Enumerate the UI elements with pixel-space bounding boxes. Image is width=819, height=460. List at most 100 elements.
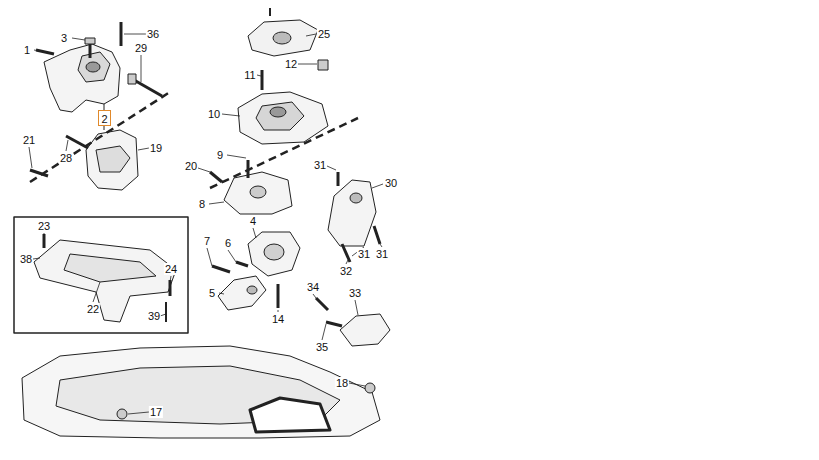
- leader-line: [34, 50, 40, 51]
- callout-number: 24: [164, 263, 178, 275]
- bracket: [218, 276, 266, 310]
- leader-line: [355, 300, 358, 315]
- callout-number: 20: [184, 160, 198, 172]
- callout-number: 39: [147, 310, 161, 322]
- callout-number: 31: [375, 248, 389, 260]
- callout-number: 5: [208, 287, 216, 299]
- bolt-head: [128, 74, 136, 84]
- leader-line: [380, 244, 382, 247]
- shield-opening: [250, 398, 330, 432]
- callout-number: 31: [357, 248, 371, 260]
- leader-line: [33, 258, 40, 259]
- torque-mount: [248, 232, 300, 276]
- leader-line: [66, 140, 68, 151]
- callout-number: 3: [60, 32, 68, 44]
- callout-number: 28: [59, 152, 73, 164]
- callout-number: 4: [249, 215, 257, 227]
- leader-line: [227, 155, 246, 158]
- leader-line: [349, 383, 365, 386]
- callout-number: 19: [149, 142, 163, 154]
- callout-number: 18: [335, 377, 349, 389]
- callout-number: 11: [243, 69, 256, 81]
- leader-line: [138, 148, 149, 150]
- bracket: [328, 180, 376, 246]
- highlighted-callout: 2: [98, 110, 111, 126]
- assembly-dash-line: [210, 118, 358, 188]
- leader-line: [346, 260, 348, 264]
- bolt: [165, 302, 167, 322]
- callout-number: 12: [284, 58, 298, 70]
- callout-number: 17: [149, 406, 163, 418]
- callout-number: 2: [102, 113, 107, 125]
- leader-line: [372, 184, 383, 188]
- clip: [365, 383, 375, 393]
- bolt: [236, 262, 248, 266]
- cover-plate: [248, 20, 318, 56]
- splash-shield: [22, 346, 380, 438]
- bracket: [224, 172, 292, 214]
- callout-number: 10: [207, 108, 221, 120]
- leader-line: [327, 166, 336, 170]
- bolt: [374, 226, 380, 244]
- leader-line: [128, 412, 149, 414]
- leader-line: [198, 168, 210, 172]
- engine-mount: [44, 44, 120, 112]
- assembly-dash-line: [30, 92, 170, 182]
- bolt: [247, 160, 250, 178]
- callout-number: 33: [348, 287, 362, 299]
- inset-frame: [14, 217, 188, 333]
- mount-rubber: [78, 52, 110, 82]
- bolt: [261, 70, 264, 90]
- callout-number: 23: [37, 220, 51, 232]
- mount-bush: [264, 244, 284, 260]
- bolt: [169, 280, 172, 296]
- clip: [117, 409, 127, 419]
- bracket-hole: [350, 193, 362, 203]
- leader-line: [228, 250, 236, 262]
- callout-number: 22: [86, 303, 100, 315]
- bolt: [316, 298, 328, 310]
- pin: [269, 8, 271, 16]
- callout-number: 30: [384, 177, 398, 189]
- bracket: [86, 130, 138, 190]
- stud: [120, 22, 123, 46]
- leader-line: [306, 34, 316, 36]
- bolt-head: [85, 38, 95, 44]
- callout-number: 32: [339, 265, 353, 277]
- leader-line: [29, 147, 32, 168]
- callout-number: 35: [315, 341, 329, 353]
- callout-number: 7: [203, 235, 211, 247]
- mount-rubber: [256, 102, 304, 130]
- callout-number: 38: [19, 253, 33, 265]
- bolt: [326, 322, 342, 326]
- callout-number: 29: [134, 42, 148, 54]
- mount-hole: [270, 107, 286, 117]
- bolt: [210, 172, 222, 182]
- leader-lines: [29, 34, 383, 414]
- leader-line: [93, 282, 100, 302]
- bolt: [337, 172, 340, 186]
- leader-line: [44, 233, 45, 236]
- bracket-hole: [247, 286, 257, 294]
- leader-line: [207, 248, 212, 266]
- bolt: [342, 244, 350, 262]
- plate-hole: [273, 32, 291, 44]
- bolt: [212, 266, 230, 272]
- mount-hole: [86, 62, 100, 72]
- callout-number: 36: [146, 28, 160, 40]
- leader-line: [298, 64, 317, 65]
- leader-line: [253, 228, 256, 238]
- bracket-hole: [250, 186, 266, 198]
- bracket-face: [96, 146, 130, 172]
- bolt: [43, 234, 46, 248]
- leader-line: [170, 276, 171, 282]
- callout-number: 31: [313, 159, 327, 171]
- leader-line: [278, 310, 279, 312]
- leader-line: [72, 38, 85, 40]
- engine-mount: [238, 92, 328, 144]
- subframe-face: [64, 254, 156, 282]
- leader-line: [322, 324, 326, 340]
- leader-line: [222, 114, 240, 116]
- callout-number: 14: [271, 313, 285, 325]
